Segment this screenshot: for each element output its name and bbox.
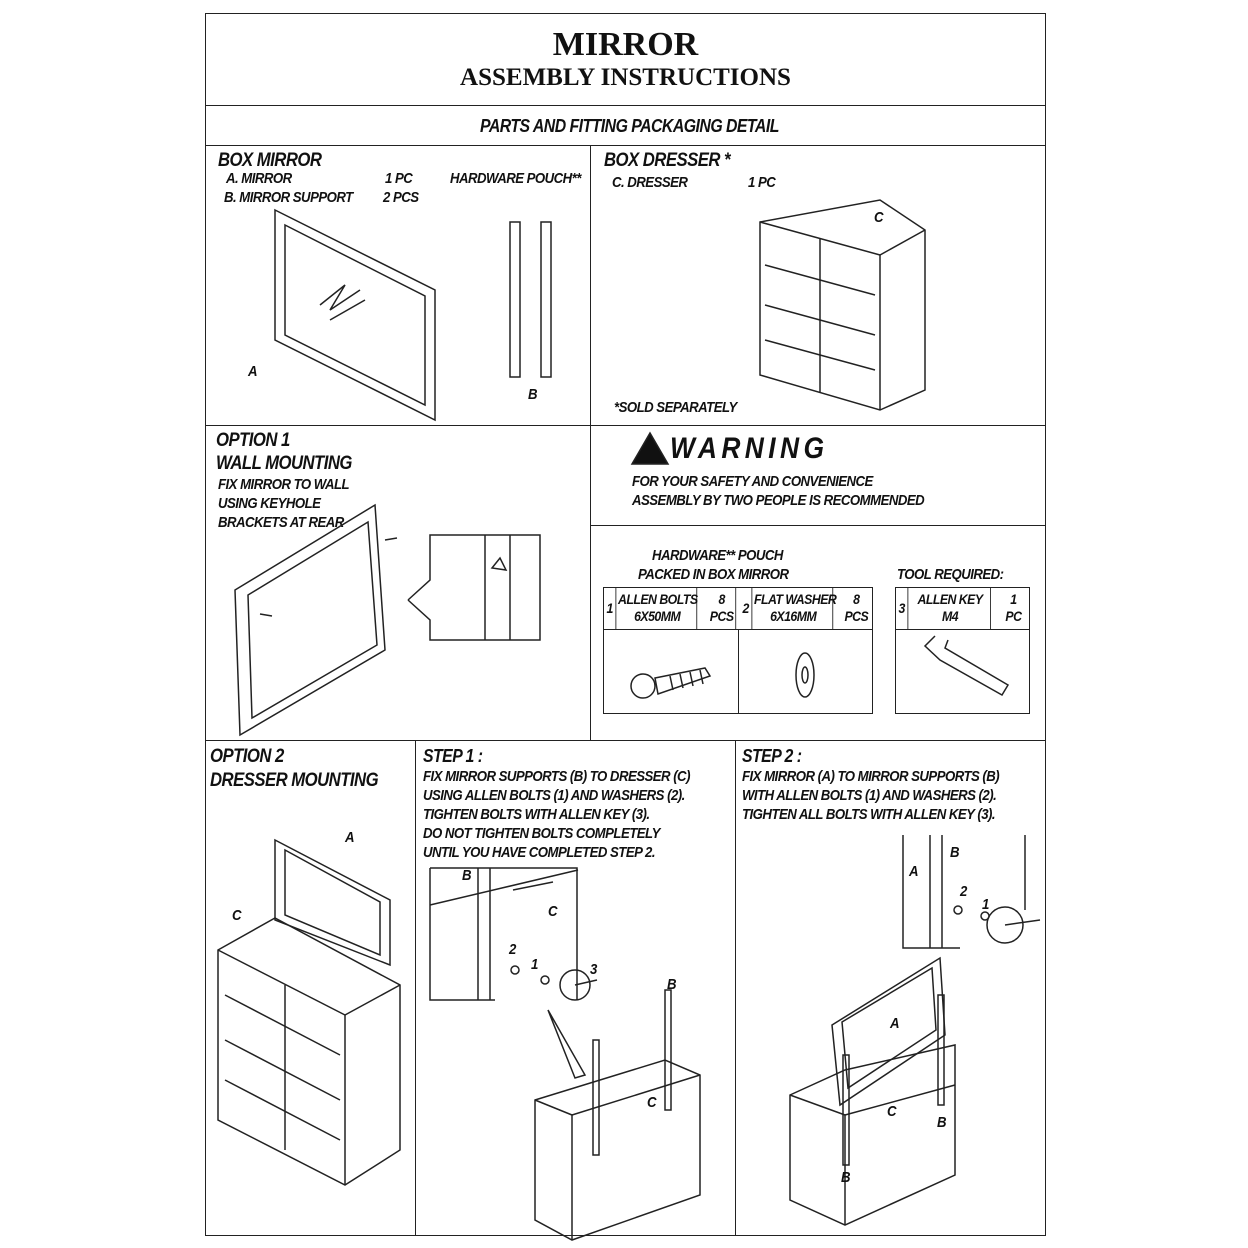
part-a-label: A. MIRROR xyxy=(226,170,292,187)
step1-title: STEP 1 : xyxy=(423,746,483,766)
label-1: 1 xyxy=(531,956,538,973)
part-c-label: C. DRESSER xyxy=(612,174,688,191)
hardware-title: PACKED IN BOX MIRROR xyxy=(638,566,789,583)
label-c: C xyxy=(232,907,242,924)
option2-subtitle: DRESSER MOUNTING xyxy=(210,770,379,791)
step1-line: USING ALLEN BOLTS (1) AND WASHERS (2). xyxy=(423,787,685,804)
page-subtitle: ASSEMBLY INSTRUCTIONS xyxy=(460,64,791,91)
divider xyxy=(590,145,591,740)
section-header: PARTS AND FITTING PACKAGING DETAIL xyxy=(480,116,779,136)
label-a: A xyxy=(345,829,355,846)
label-a: A xyxy=(248,363,258,380)
divider xyxy=(590,525,1046,526)
warning-line: ASSEMBLY BY TWO PEOPLE IS RECOMMENDED xyxy=(632,492,925,509)
wall-mounting-drawing xyxy=(234,503,541,737)
bolt-and-washer-icons xyxy=(630,652,815,699)
label-b: B xyxy=(841,1169,851,1186)
sold-separately-note: *SOLD SEPARATELY xyxy=(614,399,737,416)
warning-line: FOR YOUR SAFETY AND CONVENIENCE xyxy=(632,473,873,490)
part-c-qty: 1 PC xyxy=(748,174,776,191)
divider xyxy=(735,740,736,1236)
part-b-label: B. MIRROR SUPPORT xyxy=(224,189,353,206)
step1-drawing xyxy=(429,867,701,1241)
divider xyxy=(205,145,1046,146)
hardware-title: HARDWARE** POUCH xyxy=(652,547,783,564)
dresser-drawing xyxy=(759,199,926,411)
label-a: A xyxy=(909,863,919,880)
label-b: B xyxy=(950,844,960,861)
tool-required-title: TOOL REQUIRED: xyxy=(897,566,1004,583)
label-b: B xyxy=(528,386,538,403)
label-1: 1 xyxy=(982,896,989,913)
label-c: C xyxy=(887,1103,897,1120)
label-b: B xyxy=(937,1114,947,1131)
part-num: 2 xyxy=(740,588,753,629)
mirror-drawing xyxy=(274,208,552,422)
hardware-pouch-label: HARDWARE POUCH** xyxy=(450,170,581,187)
option1-subtitle: WALL MOUNTING xyxy=(216,453,352,474)
page-title: MIRROR xyxy=(552,26,699,63)
divider xyxy=(415,740,416,1236)
option1-line: USING KEYHOLE xyxy=(218,495,321,512)
step2-line: FIX MIRROR (A) TO MIRROR SUPPORTS (B) xyxy=(742,768,1000,785)
allen-key-icon xyxy=(923,635,1010,697)
dresser-mounting-drawing xyxy=(217,838,401,1186)
step1-line: UNTIL YOU HAVE COMPLETED STEP 2. xyxy=(423,844,656,861)
step2-line: WITH ALLEN BOLTS (1) AND WASHERS (2). xyxy=(742,787,997,804)
divider xyxy=(205,105,1046,106)
step2-title: STEP 2 : xyxy=(742,746,802,766)
option1-line: BRACKETS AT REAR xyxy=(218,514,344,531)
part-num: 3 xyxy=(896,588,909,629)
divider xyxy=(205,740,1046,741)
label-b: B xyxy=(462,867,472,884)
part-b-qty: 2 PCS xyxy=(383,189,419,206)
box-dresser-title: BOX DRESSER * xyxy=(604,150,731,171)
label-c: C xyxy=(647,1094,657,1111)
label-2: 2 xyxy=(509,941,516,958)
label-3: 3 xyxy=(590,961,597,978)
step1-line: DO NOT TIGHTEN BOLTS COMPLETELY xyxy=(423,825,660,842)
part-a-qty: 1 PC xyxy=(385,170,413,187)
label-c: C xyxy=(548,903,558,920)
part-num: 1 xyxy=(604,588,617,629)
divider xyxy=(205,425,1046,426)
step1-line: TIGHTEN BOLTS WITH ALLEN KEY (3). xyxy=(423,806,650,823)
option1-title: OPTION 1 xyxy=(216,430,290,451)
label-b: B xyxy=(667,976,677,993)
step1-line: FIX MIRROR SUPPORTS (B) TO DRESSER (C) xyxy=(423,768,690,785)
option1-line: FIX MIRROR TO WALL xyxy=(218,476,350,493)
label-2: 2 xyxy=(960,883,967,900)
label-c: C xyxy=(874,209,884,226)
step2-line: TIGHTEN ALL BOLTS WITH ALLEN KEY (3). xyxy=(742,806,996,823)
warning-title: WARNING xyxy=(670,432,829,465)
page-frame xyxy=(205,13,1046,1236)
label-a: A xyxy=(890,1015,900,1032)
box-mirror-title: BOX MIRROR xyxy=(218,150,322,171)
warning-triangle-icon xyxy=(630,431,670,465)
step2-drawing xyxy=(789,835,1041,1226)
option2-title: OPTION 2 xyxy=(210,746,284,767)
